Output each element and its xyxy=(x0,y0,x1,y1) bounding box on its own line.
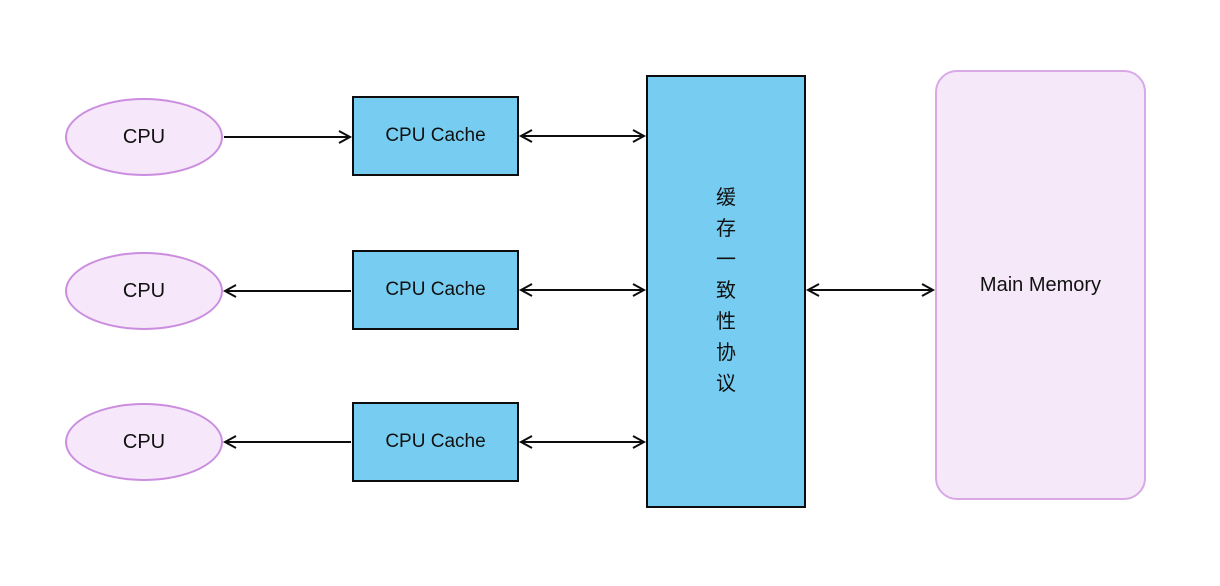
protocol-char-1: 缓 xyxy=(716,187,736,209)
arrow-cache2-protocol-bidirectional xyxy=(518,283,647,297)
protocol-char-5: 性 xyxy=(716,311,736,333)
arrow-cache2-to-cpu2 xyxy=(222,284,351,298)
cpu-cache-node-1: CPU Cache xyxy=(352,96,519,176)
cpu-node-2: CPU xyxy=(65,252,223,330)
arrow-protocol-memory-bidirectional xyxy=(805,283,936,297)
main-memory-node: Main Memory xyxy=(935,70,1146,500)
protocol-char-2: 存 xyxy=(716,218,736,240)
cpu-node-1: CPU xyxy=(65,98,223,176)
cpu-node-2-label: CPU xyxy=(122,279,166,302)
protocol-char-3: 一 xyxy=(716,249,736,271)
protocol-char-4: 致 xyxy=(716,280,736,302)
cpu-node-1-label: CPU xyxy=(122,125,166,148)
cpu-node-3-label: CPU xyxy=(122,430,166,453)
cpu-cache-node-3-label: CPU Cache xyxy=(385,431,486,452)
cpu-node-3: CPU xyxy=(65,403,223,481)
protocol-char-6: 协 xyxy=(716,342,736,364)
cache-coherence-protocol-node: 缓 存 一 致 性 协 议 xyxy=(646,75,806,508)
arrow-cache1-protocol-bidirectional xyxy=(518,129,647,143)
cpu-cache-node-3: CPU Cache xyxy=(352,402,519,482)
cpu-cache-node-2: CPU Cache xyxy=(352,250,519,330)
cpu-cache-node-1-label: CPU Cache xyxy=(385,125,486,146)
protocol-char-7: 议 xyxy=(716,373,736,395)
cpu-cache-node-2-label: CPU Cache xyxy=(385,279,486,300)
arrow-cache3-protocol-bidirectional xyxy=(518,435,647,449)
main-memory-label: Main Memory xyxy=(979,273,1102,296)
arrow-cpu1-to-cache1 xyxy=(224,130,353,144)
arrow-cache3-to-cpu3 xyxy=(222,435,351,449)
